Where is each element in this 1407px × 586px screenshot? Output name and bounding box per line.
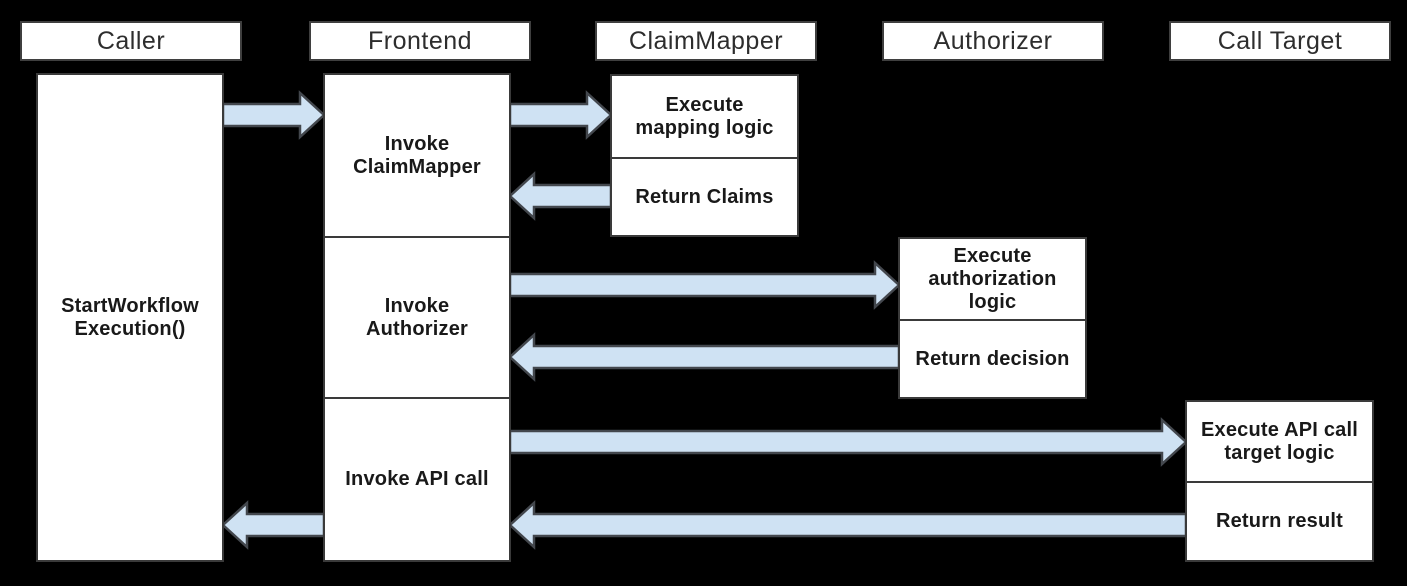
arrow-caller-to-frontend — [221, 90, 326, 140]
activation-frontend: Invoke ClaimMapper Invoke Authorizer Inv… — [323, 73, 511, 562]
lane-header-frontend: Frontend — [309, 21, 531, 61]
activation-authorizer: Execute authorization logic Return decis… — [898, 237, 1087, 399]
activation-caller: StartWorkflow Execution() — [36, 73, 224, 562]
step-execute-api-call-target-logic: Execute API call target logic — [1201, 418, 1358, 464]
arrow-frontend-to-caller — [221, 500, 326, 550]
lane-header-caller: Caller — [20, 21, 242, 61]
step-startworkflowexecution: StartWorkflow Execution() — [61, 294, 199, 340]
arrow-authorizer-to-frontend — [508, 332, 901, 382]
arrow-frontend-to-claimmapper — [508, 90, 613, 140]
lane-header-claimmapper: ClaimMapper — [595, 21, 817, 61]
step-invoke-authorizer: Invoke Authorizer — [325, 236, 509, 397]
arrow-frontend-to-authorizer — [508, 260, 901, 310]
step-invoke-api-call: Invoke API call — [325, 397, 509, 560]
lane-header-authorizer: Authorizer — [882, 21, 1104, 61]
step-execute-authorization-logic: Execute authorization logic — [928, 244, 1057, 313]
activation-calltarget: Execute API call target logic Return res… — [1185, 400, 1374, 562]
step-return-claims: Return Claims — [612, 157, 797, 235]
step-return-decision: Return decision — [900, 319, 1085, 397]
lane-header-calltarget: Call Target — [1169, 21, 1391, 61]
arrow-claimmapper-to-frontend — [508, 171, 613, 221]
arrow-frontend-to-calltarget — [508, 417, 1188, 467]
step-execute-mapping-logic: Execute mapping logic — [635, 93, 774, 139]
activation-claimmapper: Execute mapping logic Return Claims — [610, 74, 799, 237]
step-return-result: Return result — [1187, 481, 1372, 560]
arrow-calltarget-to-frontend — [508, 500, 1188, 550]
step-invoke-claimmapper: Invoke ClaimMapper — [353, 132, 481, 178]
